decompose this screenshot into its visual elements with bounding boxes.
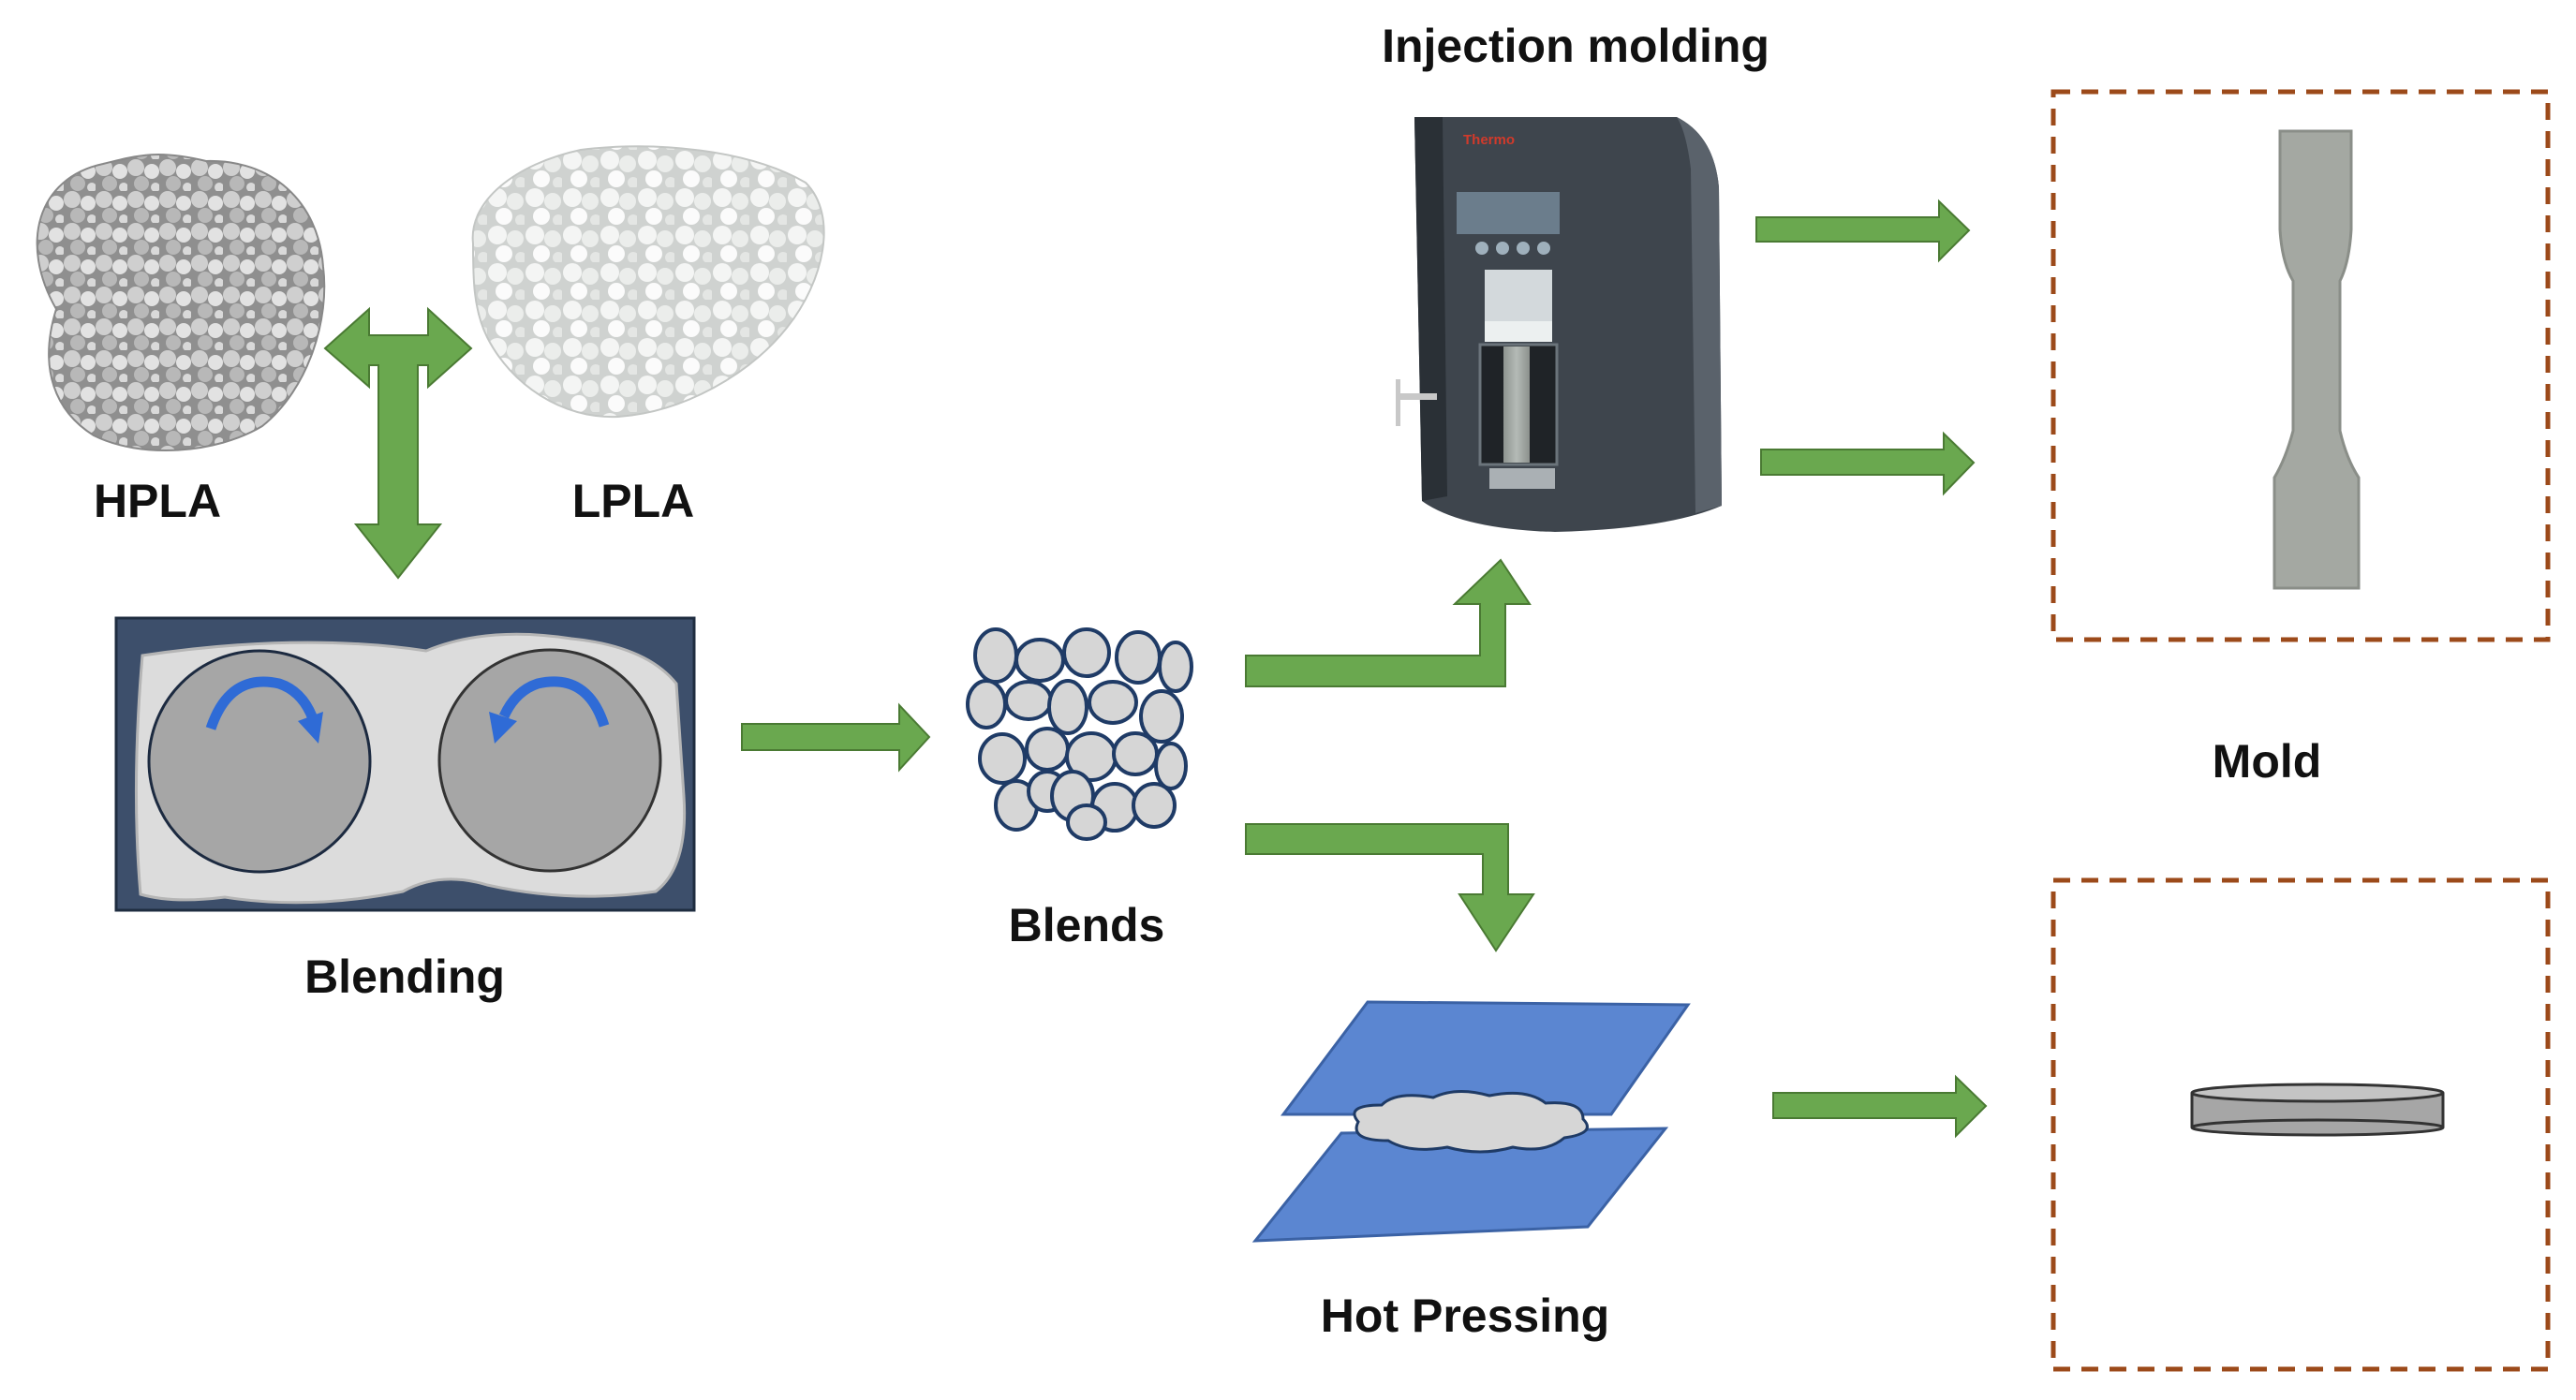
disc-specimen-image: [2190, 1083, 2445, 1137]
blending-label: Blending: [304, 951, 505, 1003]
dogbone-specimen-image: [2273, 129, 2361, 590]
arrow-to-injection-molding: [1245, 558, 1532, 687]
blending-mixer-illustration: [114, 616, 696, 912]
upper-press-plate: [1281, 1000, 1691, 1116]
arrow-to-mold-upper: [1755, 199, 1971, 263]
mold-box-upper: [2050, 89, 2551, 642]
machine-brand-logo: Thermo: [1463, 132, 1515, 148]
right-roller: [437, 648, 662, 873]
hpla-pellets-image: [36, 154, 326, 452]
combine-arrow: [323, 306, 473, 580]
arrow-to-mold-disc: [1772, 1074, 1988, 1139]
arrow-to-blends: [741, 702, 931, 773]
mold-box-lower: [2050, 877, 2551, 1372]
left-roller: [147, 649, 372, 874]
mold-label: Mold: [2213, 735, 2322, 788]
hot-press-illustration: [1251, 1000, 1691, 1243]
blends-label: Blends: [1009, 899, 1165, 951]
lpla-label: LPLA: [572, 475, 695, 527]
hpla-label: HPLA: [94, 475, 221, 527]
rotation-arrow-clockwise-icon: [205, 676, 318, 730]
lpla-pellets-image: [471, 145, 825, 419]
hot-pressing-label: Hot Pressing: [1321, 1289, 1609, 1342]
arrow-to-mold-lower: [1760, 431, 1976, 496]
machine-bar: [1503, 346, 1530, 463]
injection-molding-label: Injection molding: [1382, 20, 1769, 72]
pressed-blend: [1353, 1090, 1589, 1154]
blends-granules-illustration: [966, 627, 1193, 841]
arrow-to-hot-pressing: [1245, 823, 1535, 952]
injection-molding-machine-image: Thermo: [1396, 117, 1722, 532]
rotation-arrow-counterclockwise-icon: [498, 676, 610, 728]
